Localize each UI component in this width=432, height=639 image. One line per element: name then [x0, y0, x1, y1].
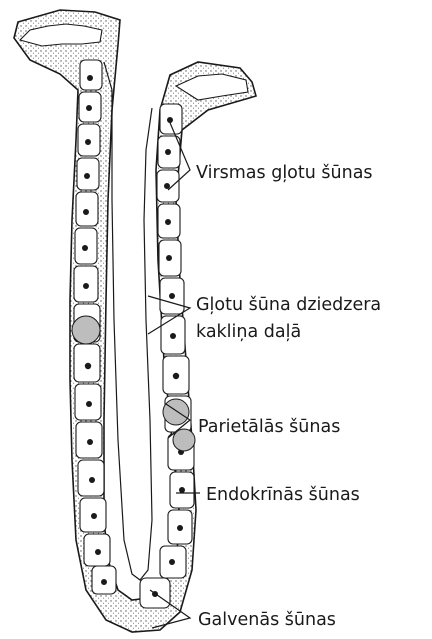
label-neck-mucous-cell-line2: kakliņa daļā: [196, 321, 301, 343]
label-neck-mucous-cell-line1: Gļotu šūna dziedzera: [196, 294, 381, 316]
label-parietal-cells: Parietālās šūnas: [198, 416, 340, 438]
label-surface-mucous-cells: Virsmas gļotu šūnas: [196, 162, 373, 184]
label-endocrine-cells: Endokrīnās šūnas: [206, 484, 360, 506]
label-chief-cells: Galvenās šūnas: [198, 609, 336, 631]
